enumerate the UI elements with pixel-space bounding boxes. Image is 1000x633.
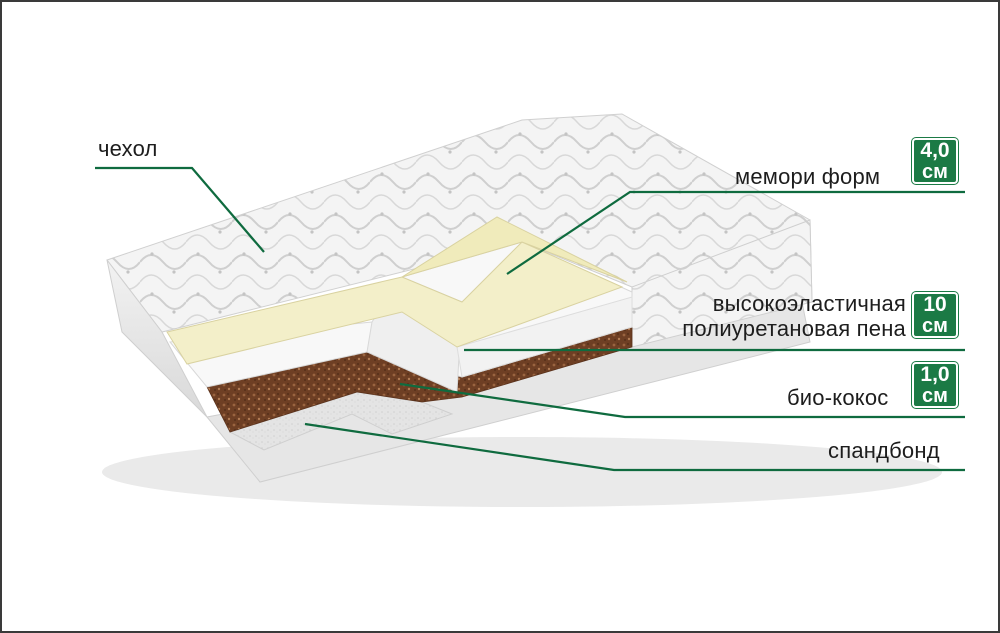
label-memory-foam: мемори форм (735, 164, 881, 189)
leader-lines (95, 166, 965, 472)
label-coconut: био-кокос (787, 385, 889, 410)
cover-left-wall (106, 259, 208, 418)
badge-memory-foam-value: 4,0 (920, 139, 950, 162)
label-hr-foam-line1: высокоэластичная (712, 291, 906, 316)
badge-coconut: 1,0 см (912, 362, 958, 408)
badge-coconut-value: 1,0 (920, 363, 950, 386)
badge-hr-foam-unit: см (922, 315, 948, 337)
leader-line-memory-foam (506, 190, 965, 275)
hr-foam-front (456, 296, 633, 378)
label-cover: чехол (98, 136, 158, 161)
leader-line-cover (95, 166, 265, 253)
badge-coconut-unit: см (922, 385, 948, 407)
badge-memory-foam-unit: см (922, 161, 948, 183)
leader-line-coconut (399, 382, 965, 419)
label-spunbond: спандбонд (828, 438, 940, 463)
badge-hr-foam-value: 10 (923, 293, 947, 316)
leader-line-spunbond (304, 422, 965, 472)
shadow (102, 437, 942, 507)
badge-memory-foam: 4,0 см (912, 138, 958, 184)
memory-foam-top (401, 216, 628, 283)
badge-hr-foam: 10 см (912, 292, 958, 338)
label-hr-foam-line2: полиуретановая пена (682, 316, 906, 341)
